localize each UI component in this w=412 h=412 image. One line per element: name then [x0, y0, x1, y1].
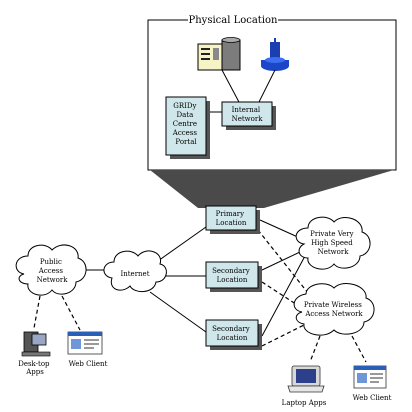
laptop-icon — [287, 365, 325, 393]
private-high-speed-network-cloud: Private Very High Speed Network — [295, 216, 371, 270]
location-projection — [150, 170, 394, 208]
private-high-speed-network-label: Private Very High Speed Network — [310, 230, 356, 256]
access-portal-label: GRIDy Data Centre Access Portal — [172, 102, 200, 146]
secondary-location-box-2: Secondary Location — [205, 319, 262, 350]
web-client-right-label: Web Client — [353, 394, 392, 402]
primary-location-label: Primary Location — [216, 210, 247, 227]
secondary-location-label-1: Secondary Location — [212, 267, 252, 284]
internal-network-box: Internal Network — [221, 101, 276, 130]
laptop-apps-label: Laptop Apps — [282, 399, 327, 407]
web-client-icon-left — [67, 331, 103, 355]
desktop-icon — [21, 331, 51, 357]
client-dashed-links — [33, 295, 367, 363]
internet-label: Internet — [120, 270, 149, 278]
private-wireless-network-label: Private Wireless Access Network — [304, 301, 364, 318]
secondary-location-label-2: Secondary Location — [212, 325, 252, 342]
database-icon — [261, 38, 289, 71]
public-access-network-label: Public Access Network — [37, 258, 69, 284]
access-portal-box: GRIDy Data Centre Access Portal — [165, 96, 210, 159]
link-db-internal — [257, 69, 276, 105]
internal-network-label: Internal Network — [232, 106, 264, 123]
web-client-icon-right — [353, 365, 387, 389]
web-client-left-label: Web Client — [69, 360, 108, 368]
desktop-apps-label: Desk-top Apps — [18, 360, 52, 376]
physical-location-title: Physical Location — [189, 15, 279, 26]
internet-cloud: Internet — [103, 250, 167, 292]
public-access-network-cloud: Public Access Network — [15, 244, 87, 296]
primary-location-box: Primary Location — [205, 205, 260, 234]
link-server-internal — [221, 69, 241, 105]
private-wireless-network-cloud: Private Wireless Access Network — [293, 283, 375, 336]
server-icon — [197, 37, 241, 71]
secondary-location-box-1: Secondary Location — [205, 261, 262, 292]
